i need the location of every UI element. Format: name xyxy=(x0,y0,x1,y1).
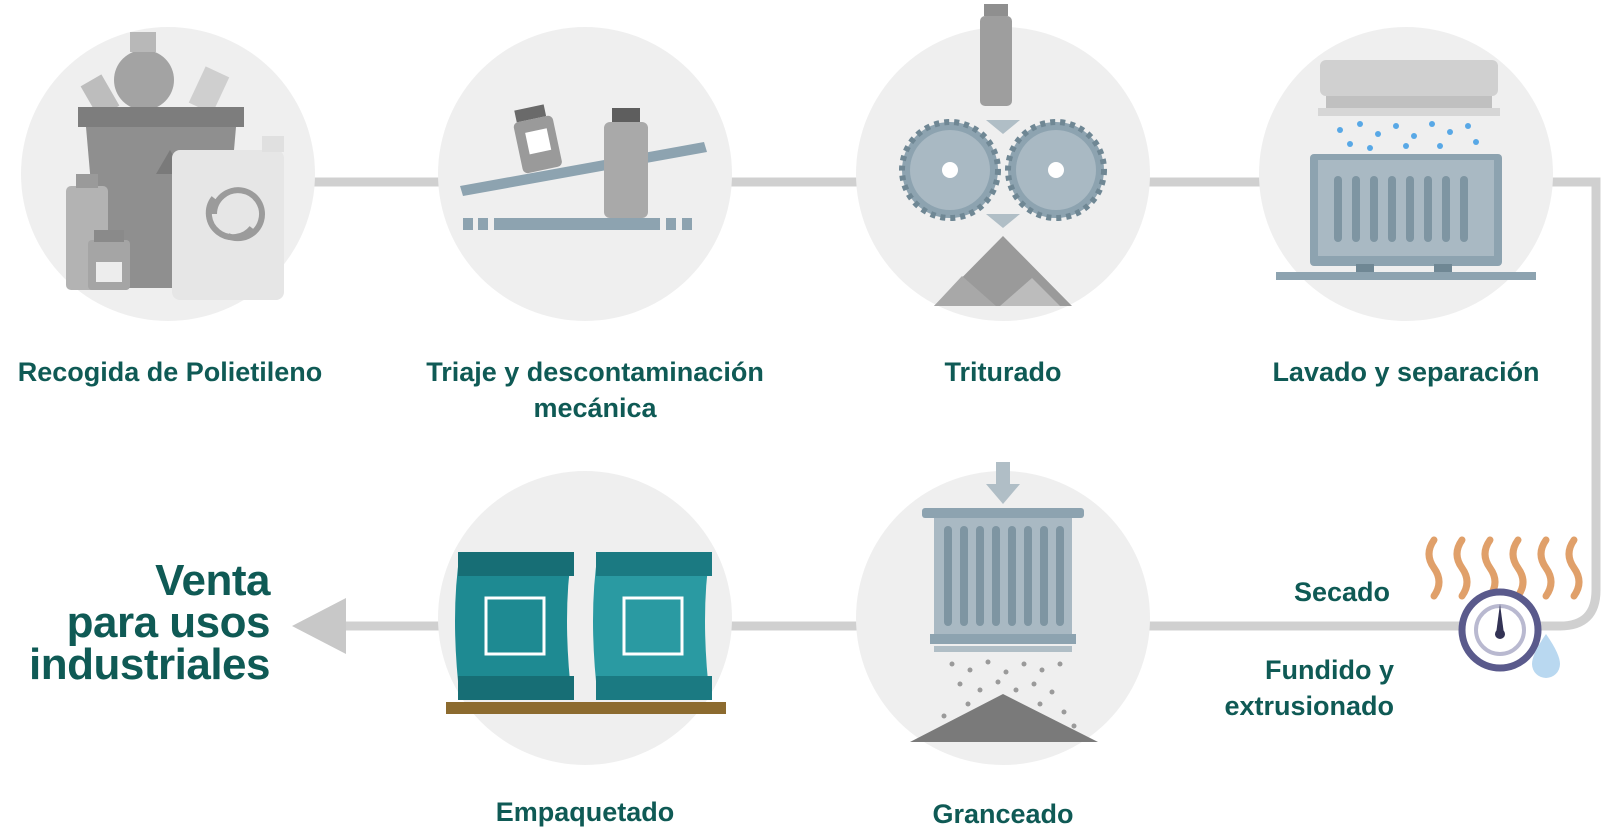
label-lavado: Lavado y separación xyxy=(1272,357,1540,387)
result-line1: Venta xyxy=(155,556,270,605)
label-triaje-line2: mecánica xyxy=(533,393,657,423)
result-line3: industriales xyxy=(29,640,270,689)
bags-on-pallet-icon xyxy=(446,552,726,714)
garbage-bin-bottles-icon xyxy=(66,32,284,300)
shredder-blades-icon xyxy=(899,4,1107,306)
pelletizer-icon xyxy=(910,462,1098,742)
label-secado: Secado xyxy=(1293,577,1390,607)
label-fundido-line1: Fundido y xyxy=(1265,655,1394,685)
conveyor-belt-bottles-icon xyxy=(460,104,707,230)
result-line2: para usos xyxy=(66,598,271,647)
label-triaje: Triaje y descontaminación mecánica xyxy=(395,354,795,426)
label-recogida: Recogida de Polietileno xyxy=(17,357,323,387)
result-title: Venta para usos industriales xyxy=(0,556,271,689)
arrow-left-icon xyxy=(292,598,346,654)
label-empaquetado: Empaquetado xyxy=(495,797,675,827)
label-triaje-line1: Triaje y descontaminación xyxy=(426,357,764,387)
step-circle-triturado xyxy=(856,27,1150,321)
heat-waves-icon xyxy=(1425,536,1583,600)
label-fundido-line2: extrusionado xyxy=(1224,691,1394,721)
label-triturado: Triturado xyxy=(944,357,1062,387)
label-granceado: Granceado xyxy=(932,799,1074,829)
label-fundido: Fundido y extrusionado xyxy=(1170,652,1394,724)
gauge-drop-icon xyxy=(1458,588,1560,678)
washing-tank-icon xyxy=(1276,60,1536,280)
